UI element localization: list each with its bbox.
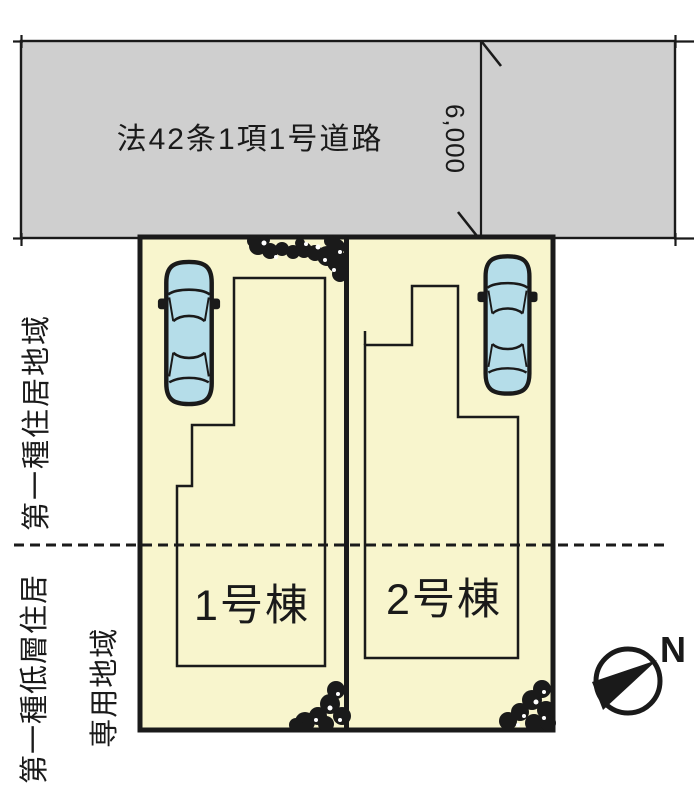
road-label: 法42条1項1号道路 xyxy=(116,123,384,156)
car-1-icon xyxy=(158,262,220,404)
building-1-label: 1号棟 xyxy=(194,582,310,630)
shrub-cluster-top-icon xyxy=(247,235,349,282)
dimension-tick-bottom xyxy=(456,211,479,237)
dimension-tick-top xyxy=(480,41,503,67)
compass-icon xyxy=(592,646,663,716)
building-2-outline xyxy=(363,284,520,660)
compass-needle xyxy=(592,660,657,710)
zoning-lower-line1: 第一種低層住居 xyxy=(19,573,51,784)
building-1-outline xyxy=(175,276,327,668)
building-2-label: 2号棟 xyxy=(386,576,502,624)
zoning-upper-label: 第一種住居地域 xyxy=(21,313,53,531)
zoning-lower-line2: 専用地域 xyxy=(89,627,121,748)
shrub-cluster-bottom-right-icon xyxy=(499,680,556,732)
dimension-line xyxy=(456,41,503,238)
road-width-dimension: 6,000 xyxy=(440,103,470,175)
road-corner-ticks xyxy=(13,35,694,246)
compass-n-label: N xyxy=(660,629,686,670)
car-2-icon xyxy=(477,256,537,393)
shrub-cluster-bottom-left-icon xyxy=(289,681,351,732)
road-area xyxy=(19,39,677,240)
zoning-lower-label: 第一種低層住居 専用地域 xyxy=(18,554,121,784)
